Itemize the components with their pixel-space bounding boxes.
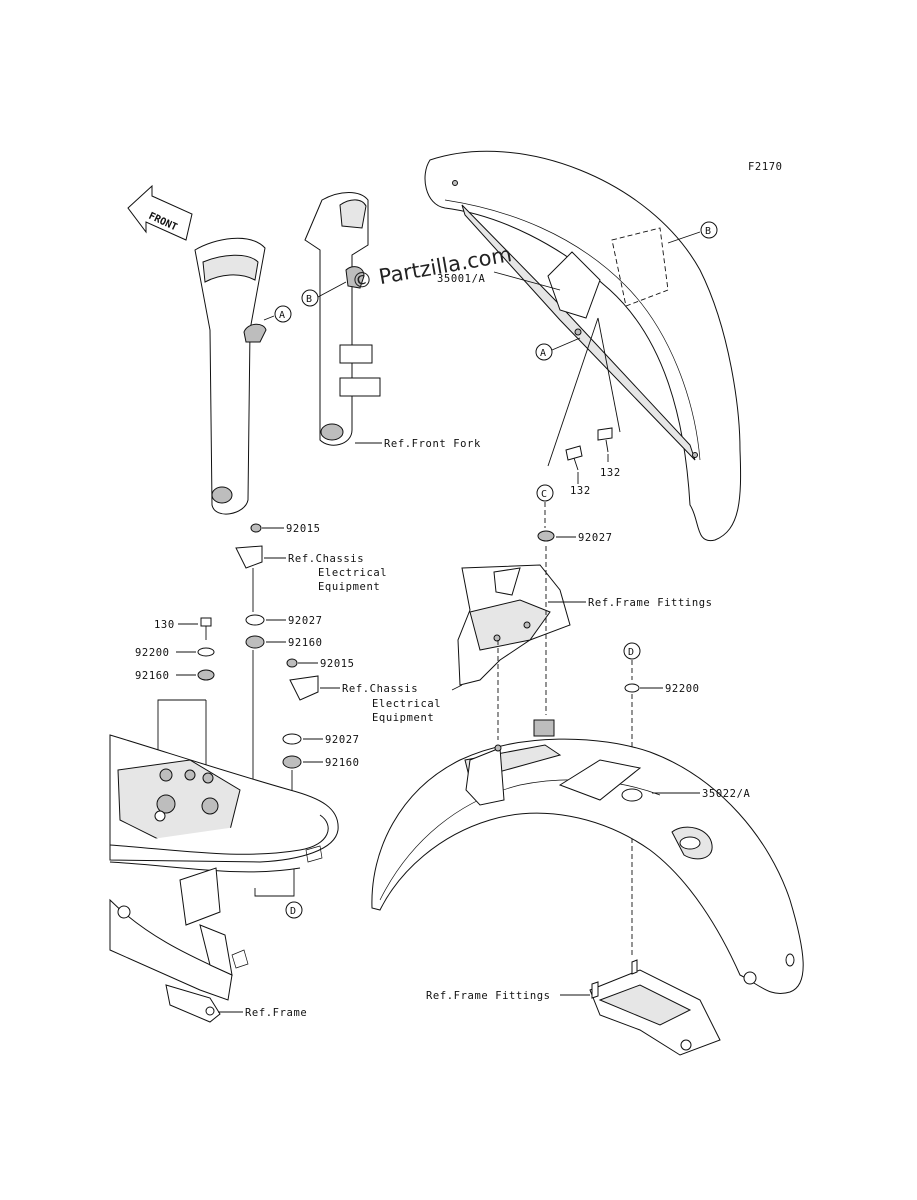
rubber-92160-lower-icon	[282, 755, 302, 769]
callout-c-right	[536, 484, 554, 502]
callout-d-left	[285, 901, 303, 919]
callout-a-fender	[535, 343, 553, 361]
callout-c-right-label: C	[541, 489, 547, 500]
washer-92200-left-icon	[197, 647, 215, 657]
callout-d-right-label: D	[628, 647, 634, 658]
part-35001a: 35001/A	[437, 273, 486, 285]
washer-92200-icon	[624, 683, 640, 693]
nut-92015-top-icon	[250, 523, 262, 533]
callout-a-fork-label: A	[279, 310, 285, 321]
part-92015-top: 92015	[286, 523, 321, 535]
part-132-left: 132	[570, 485, 591, 497]
ref-frame-fittings-top: Ref.Frame Fittings	[588, 597, 713, 609]
ref-front-fork: Ref.Front Fork	[384, 438, 481, 450]
watermark: © Partzilla.com	[350, 242, 514, 294]
part-92027-lower: 92027	[325, 734, 360, 746]
bolt-132-right-icon	[597, 427, 613, 453]
part-92160-top: 92160	[288, 637, 323, 649]
part-92160-left: 92160	[135, 670, 170, 682]
nut-92015-lower-icon	[286, 658, 298, 668]
part-92015-lower: 92015	[320, 658, 355, 670]
part-92200-d: 92200	[665, 683, 700, 695]
grommet-92027-top-icon	[245, 614, 265, 626]
front-fork-drawing	[194, 192, 381, 515]
part-92027-top: 92027	[288, 615, 323, 627]
bolt-132-left-icon	[565, 445, 583, 471]
frame-drawing	[109, 734, 339, 1023]
ref-chassis1-line2: Electrical	[318, 567, 387, 579]
front-arrow-icon: FRONT	[127, 184, 193, 241]
clamp-bracket-top-icon	[235, 545, 263, 569]
frame-fitting-bracket-drawing	[451, 564, 571, 691]
callout-d-right	[623, 642, 641, 660]
callout-b-fork	[301, 289, 319, 307]
ref-chassis2-line1: Ref.Chassis	[342, 683, 418, 695]
ref-chassis2-line2: Electrical	[372, 698, 441, 710]
part-92200-left: 92200	[135, 647, 170, 659]
ref-frame: Ref.Frame	[245, 1007, 307, 1019]
callout-a-fender-label: A	[540, 348, 546, 359]
ref-chassis2-line3: Equipment	[372, 712, 434, 724]
callout-b-fork-label: B	[306, 294, 312, 305]
callout-a-fork	[274, 305, 292, 323]
part-130: 130	[154, 619, 175, 631]
part-92160-lower: 92160	[325, 757, 360, 769]
part-132-right: 132	[600, 467, 621, 479]
bolt-130-icon	[200, 617, 212, 640]
grommet-92027-lower-icon	[282, 733, 302, 745]
part-35022a: 35022/A	[702, 788, 751, 800]
callout-d-left-label: D	[290, 906, 296, 917]
ref-frame-fittings-bottom: Ref.Frame Fittings	[426, 990, 551, 1002]
callout-b-fender	[700, 221, 718, 239]
ref-chassis1-line1: Ref.Chassis	[288, 553, 364, 565]
part-92027-c: 92027	[578, 532, 613, 544]
rear-fender-drawing	[371, 719, 804, 994]
clamp-bracket-lower-icon	[289, 675, 319, 701]
ref-chassis1-line3: Equipment	[318, 581, 380, 593]
figure-id: F2170	[748, 161, 783, 173]
front-fender-drawing	[424, 150, 742, 542]
frame-fittings-bottom-drawing	[589, 959, 721, 1056]
rubber-92160-left-icon	[197, 669, 215, 681]
callout-b-fender-label: B	[705, 226, 711, 237]
grommet-92027-icon	[537, 530, 555, 542]
rubber-92160-top-icon	[245, 635, 265, 649]
